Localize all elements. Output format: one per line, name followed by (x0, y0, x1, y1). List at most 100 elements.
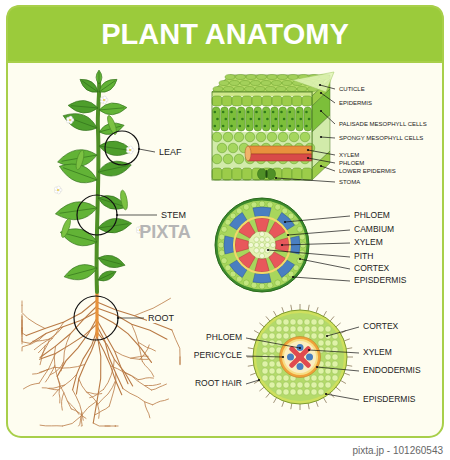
pith-cell (254, 242, 259, 247)
root-cortex-cell (276, 340, 282, 346)
leaf-vein (99, 81, 115, 92)
root-hair (282, 401, 284, 407)
chloroplast (241, 118, 244, 121)
pith-cell (259, 248, 264, 253)
root-cortex-cell (297, 389, 303, 395)
chloroplast (258, 118, 261, 121)
root-cortex-cell (318, 319, 324, 325)
root-branch (22, 305, 45, 328)
top-cell (282, 81, 292, 86)
leader-dot (299, 258, 301, 260)
top-cell (251, 81, 261, 86)
cambium-ring (234, 217, 290, 273)
callout-circle (77, 195, 117, 235)
leader-dot (326, 335, 328, 337)
leaf (68, 99, 99, 114)
leaf-blade (98, 139, 134, 158)
leader-line (321, 166, 335, 171)
leaf (61, 109, 100, 136)
spongy-cell (267, 132, 277, 142)
top-cell (255, 87, 265, 92)
leaf (96, 252, 126, 271)
epidermis-cell (272, 96, 282, 106)
chloroplast (274, 118, 277, 121)
root-cortex-cell (325, 340, 331, 346)
cortex-cell (243, 204, 249, 210)
pith-cell (248, 242, 253, 247)
root-cortex-cell (269, 375, 275, 381)
epidermis-cell (292, 96, 302, 106)
chloroplast (224, 118, 227, 121)
root-cortex-cell (325, 326, 331, 332)
leader-line (246, 356, 283, 357)
part-label: XYLEM (353, 238, 384, 248)
root-cortex-cell (325, 347, 331, 353)
leaf (96, 268, 118, 284)
leader-dot (275, 177, 277, 179)
root-cortex-cell (311, 389, 317, 395)
organ-label: ROOT (147, 313, 175, 323)
stem-epidermis (215, 198, 309, 292)
leader-dot (267, 249, 269, 251)
top-cell (224, 87, 234, 92)
epidermis-cell (212, 96, 222, 106)
top-cell (297, 87, 307, 92)
root-branch (40, 367, 55, 372)
root-hair (344, 373, 350, 375)
chloroplast (230, 111, 233, 114)
root-hair (266, 393, 270, 398)
leader-line (317, 367, 359, 371)
root-hair (346, 348, 352, 349)
root-branch (93, 334, 101, 423)
palisade-cell (254, 107, 261, 131)
root-cortex-cell (297, 326, 303, 332)
leader-line (285, 216, 350, 222)
root-cortex-cell (262, 368, 268, 374)
top-cell (246, 75, 256, 80)
pith-cell (259, 231, 264, 236)
leader-line (309, 350, 359, 353)
root-branch (73, 330, 97, 390)
root-hair (308, 305, 309, 311)
bean-pod (60, 218, 72, 239)
spongy-cell (289, 132, 299, 142)
spongy-cell (212, 154, 222, 164)
chloroplast (214, 111, 217, 114)
chloroplast (239, 111, 242, 114)
palisade-cell (237, 107, 245, 131)
stem-xylem (255, 218, 269, 232)
leader-dot (116, 214, 118, 216)
leaf-vein (98, 272, 114, 280)
root-phloem (297, 363, 304, 370)
root-cortex-cell (318, 368, 324, 374)
chloroplast (233, 118, 236, 121)
chloroplast (266, 118, 269, 121)
cortex-cell (218, 242, 224, 248)
top-cell (278, 75, 288, 80)
spongy-cell (234, 154, 244, 164)
chloroplast (297, 125, 300, 128)
chloroplast (255, 125, 258, 128)
root-hair (274, 398, 277, 403)
root-hair (316, 401, 318, 407)
pith-cell (259, 242, 264, 247)
top-cell (266, 87, 276, 92)
root-branch (115, 351, 149, 359)
root-cortex-cell (283, 375, 289, 381)
flower-petal (57, 186, 61, 190)
root-hair (316, 307, 318, 313)
cortex-cell (267, 282, 273, 288)
root-hair (308, 403, 309, 409)
cortex-cell (243, 280, 249, 286)
root-cortex-cell (276, 382, 282, 388)
root-cortex-cell (283, 319, 289, 325)
root-cortex-cell (290, 326, 296, 332)
palisade-cell (229, 107, 237, 131)
top-cell (225, 75, 235, 80)
chloroplast (247, 125, 250, 128)
root-cortex-cell (297, 382, 303, 388)
flower-centre (129, 149, 131, 151)
flower (54, 186, 62, 194)
spongy-cell (212, 132, 222, 142)
top-cell (240, 81, 250, 86)
